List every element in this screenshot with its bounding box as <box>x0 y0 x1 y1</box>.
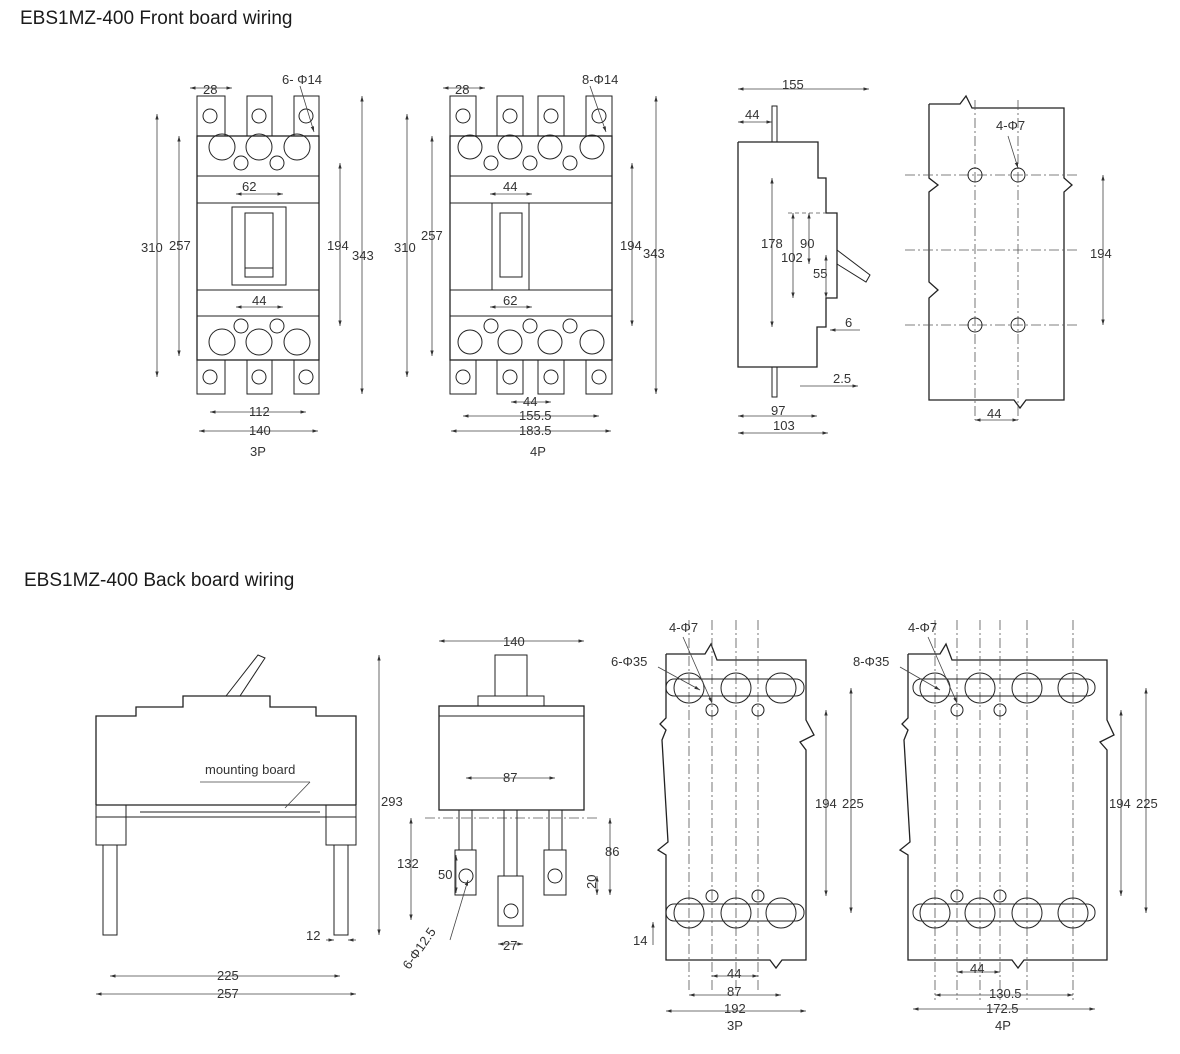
dim-terminal-offset: 44 <box>745 107 759 122</box>
front-cutout-view: 4-Φ7 194 44 <box>905 94 1112 422</box>
dim-terminal-thickness: 2.5 <box>833 371 851 386</box>
dim-term-pitch: 225 <box>1136 796 1158 811</box>
dim-holes: 6- Φ14 <box>282 72 322 87</box>
dim-mount-height: 194 <box>327 238 349 253</box>
dim-cutout-holes: 4-Φ7 <box>996 118 1025 133</box>
dim-terminal-width: 28 <box>455 82 469 97</box>
caption-4p: 4P <box>530 444 546 459</box>
dim-outer-width: 257 <box>217 986 239 1001</box>
dim-hole-pitch: 194 <box>1109 796 1131 811</box>
mounting-board-label: mounting board <box>205 762 295 777</box>
dim-cutout-spacing: 44 <box>987 406 1001 421</box>
caption-back-3p: 3P <box>727 1018 743 1033</box>
dim-total-height: 343 <box>643 246 665 261</box>
dim-cover-height: 90 <box>800 236 814 251</box>
dim-stud-length: 132 <box>397 856 419 871</box>
dim-stud-offset-back: 86 <box>605 844 619 859</box>
dim-inner-height: 257 <box>169 238 191 253</box>
dim-lower-spacing: 62 <box>503 293 517 308</box>
dim-panel-width: 172.5 <box>986 1001 1019 1016</box>
dim-term-holes: 8-Φ35 <box>853 654 889 669</box>
back-side-view: mounting board 293 12 225 257 <box>95 654 403 1001</box>
back-panel-4p: 4-Φ7 8-Φ35 194 225 44 130.5 172.5 4P <box>853 620 1158 1033</box>
dim-pole-pitch: 44 <box>523 394 537 409</box>
dim-hole-spacing: 44 <box>727 966 741 981</box>
dim-body-width: 140 <box>249 423 271 438</box>
dim-term-holes: 6-Φ35 <box>611 654 647 669</box>
dim-inner-width: 225 <box>217 968 239 983</box>
dim-pitch-width: 112 <box>249 404 270 419</box>
front-4p-view: 28 8-Φ14 44 62 310 257 194 343 44 155.5 … <box>394 72 665 459</box>
dim-pitch-width: 155.5 <box>519 408 552 423</box>
dim-overall-height: 310 <box>141 240 163 255</box>
dim-terminal-edge: 20 <box>584 875 599 889</box>
dim-gap: 6 <box>845 315 852 330</box>
dim-mount-height: 194 <box>620 238 642 253</box>
dim-hole-pitch: 194 <box>815 796 837 811</box>
back-front-view: 140 87 132 86 50 27 20 6-Φ12.5 <box>397 634 619 972</box>
dim-edge: 14 <box>633 933 647 948</box>
dim-hole-spacing: 44 <box>970 961 984 976</box>
dim-mount-holes: 4-Φ7 <box>669 620 698 635</box>
dim-mount-holes: 4-Φ7 <box>908 620 937 635</box>
dim-stud-pitch: 87 <box>503 770 517 785</box>
dim-depth: 155 <box>782 77 804 92</box>
dim-terminal-width-back: 27 <box>503 938 517 953</box>
dim-stud-pitch-panel: 130.5 <box>989 986 1022 1001</box>
front-3p-view: 28 6- Φ14 62 44 310 257 194 343 112 140 … <box>141 72 374 459</box>
dim-terminal-height: 50 <box>438 867 452 882</box>
back-wiring-title: EBS1MZ-400 Back board wiring <box>24 570 295 591</box>
dim-stud-offset: 12 <box>306 928 320 943</box>
dim-upper-spacing: 62 <box>242 179 256 194</box>
dim-total-height: 343 <box>352 248 374 263</box>
front-side-view: 155 44 178 102 90 55 6 2.5 97 103 <box>737 77 871 435</box>
dim-body-width: 183.5 <box>519 423 552 438</box>
dim-upper-spacing: 44 <box>503 179 517 194</box>
dim-holes: 8-Φ14 <box>582 72 618 87</box>
back-panel-3p: 4-Φ7 6-Φ35 194 225 14 44 87 192 3P <box>611 620 864 1033</box>
front-wiring-title: EBS1MZ-400 Front board wiring <box>20 8 293 29</box>
dim-side-height: 293 <box>381 794 403 809</box>
dim-overall-height: 310 <box>394 240 416 255</box>
dim-body-height: 178 <box>761 236 783 251</box>
dim-back-width: 140 <box>503 634 525 649</box>
dim-term-pitch: 225 <box>842 796 864 811</box>
dim-stud-pitch-panel: 87 <box>727 984 741 999</box>
dim-hole-back: 6-Φ12.5 <box>399 925 438 972</box>
dim-lower-spacing: 44 <box>252 293 266 308</box>
dim-total-depth: 103 <box>773 418 795 433</box>
dim-handle-height: 102 <box>781 250 803 265</box>
dim-handle-travel: 55 <box>813 266 827 281</box>
dim-base-depth: 97 <box>771 403 785 418</box>
dim-cutout-pitch: 194 <box>1090 246 1112 261</box>
caption-back-4p: 4P <box>995 1018 1011 1033</box>
dim-panel-width: 192 <box>724 1001 746 1016</box>
dim-terminal-width: 28 <box>203 82 217 97</box>
caption-3p: 3P <box>250 444 266 459</box>
dim-inner-height: 257 <box>421 228 443 243</box>
